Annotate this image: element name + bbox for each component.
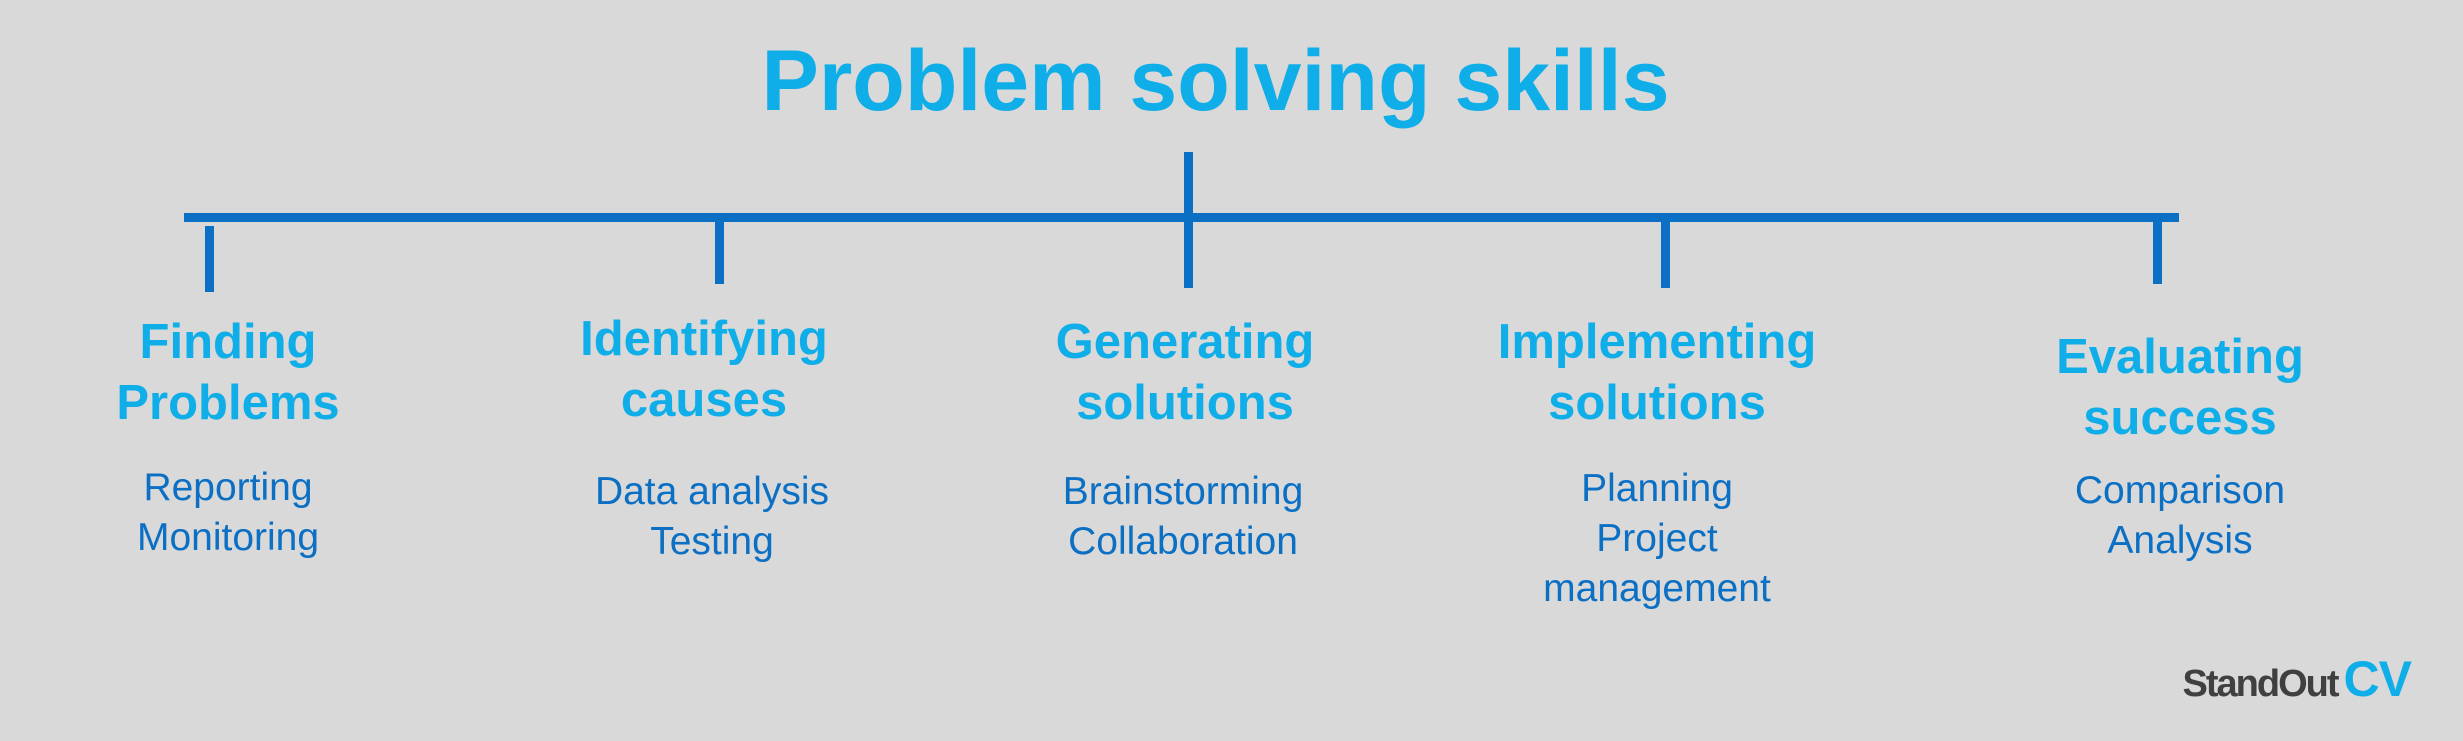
stage-heading: Evaluating success: [2056, 327, 2304, 449]
stage-items: Brainstorming Collaboration: [1052, 467, 1315, 567]
stage-heading-line: Problems: [116, 376, 340, 430]
stage-item: Testing: [650, 520, 774, 563]
stage-item: Collaboration: [1068, 520, 1298, 563]
stage-evaluating-success: Evaluating success Comparison Analysis: [2056, 327, 2304, 566]
stage-heading-line: Finding: [139, 315, 317, 369]
stage-items: Comparison Analysis: [2056, 466, 2304, 566]
stage-implementing-solutions: Implementing solutions Planning Project …: [1498, 312, 1817, 614]
stage-items: Planning Project management: [1498, 464, 1817, 614]
stage-heading-line: Implementing: [1497, 315, 1817, 369]
stage-tick-1: [205, 226, 214, 292]
stage-item: Analysis: [2107, 519, 2253, 562]
stage-finding-problems: Finding Problems Reporting Monitoring: [116, 312, 339, 563]
stage-heading-line: Generating: [1055, 315, 1315, 369]
stage-heading-line: causes: [620, 373, 788, 427]
stage-item: Brainstorming: [1062, 470, 1304, 513]
logo-cv-mark: CV: [2343, 651, 2412, 707]
stage-heading: Finding Problems: [116, 312, 339, 434]
stage-item: Planning: [1581, 467, 1733, 510]
stage-tick-2: [715, 220, 724, 284]
stage-item: Reporting: [143, 466, 313, 509]
stage-heading: Generating solutions: [1056, 312, 1315, 434]
stage-tick-4: [1661, 220, 1670, 288]
stage-heading-line: Identifying: [580, 312, 828, 366]
logo-wordmark: StandOut: [2182, 663, 2340, 705]
stage-heading-line: solutions: [1076, 376, 1294, 430]
stage-heading-line: Evaluating: [2056, 330, 2304, 384]
stage-heading: Implementing solutions: [1498, 312, 1817, 434]
stage-items: Data analysis Testing: [595, 467, 829, 567]
stage-heading: Identifying causes: [579, 309, 829, 431]
stage-item: Data analysis: [594, 470, 830, 513]
stage-heading-line: solutions: [1548, 376, 1766, 430]
stage-item: Project: [1596, 517, 1718, 560]
page-title: Problem solving skills: [761, 33, 1670, 129]
stage-item: management: [1543, 567, 1771, 610]
stage-tick-5: [2153, 220, 2162, 284]
stage-item: Monitoring: [136, 516, 320, 559]
stage-item: Comparison: [2074, 469, 2286, 512]
timeline-bar: [184, 213, 2179, 222]
stage-identifying-causes: Identifying causes Data analysis Testing: [579, 309, 829, 567]
stage-heading-line: success: [2083, 391, 2277, 445]
stage-items: Reporting Monitoring: [116, 463, 339, 563]
stage-generating-solutions: Generating solutions Brainstorming Colla…: [1056, 312, 1315, 567]
